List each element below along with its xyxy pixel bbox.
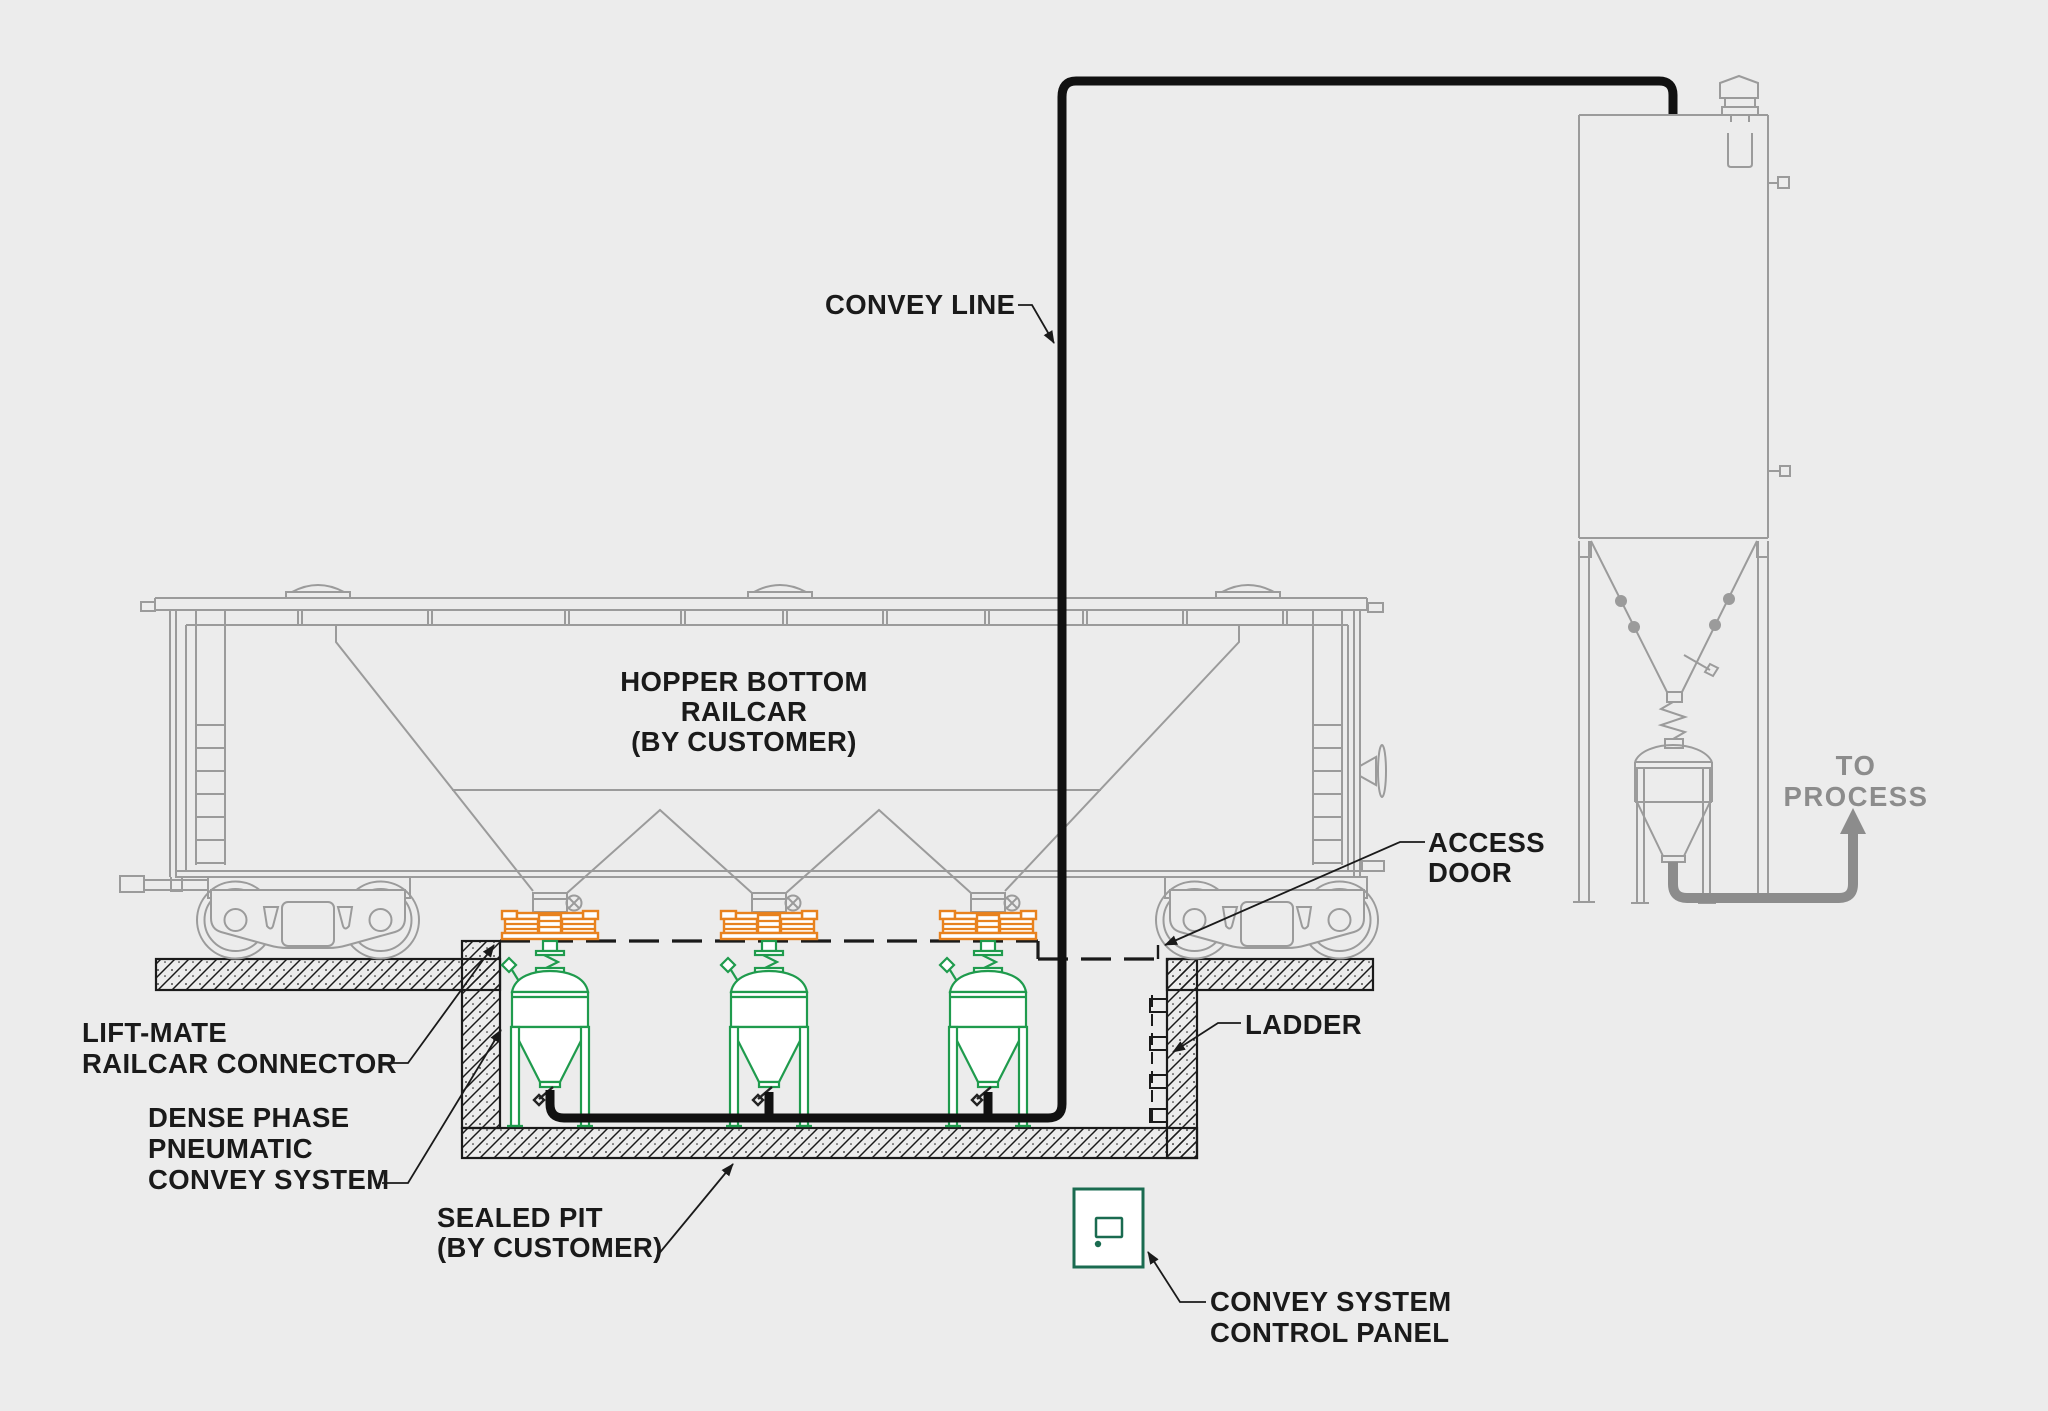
label-dense-phase-2: PNEUMATIC — [148, 1133, 313, 1164]
leader-control-panel — [1147, 1251, 1206, 1303]
truck-left — [196, 880, 420, 960]
label-sealed-pit-1: SEALED PIT — [437, 1202, 603, 1233]
grab-iron-icon — [140, 601, 156, 612]
panel-button-icon — [1094, 1240, 1102, 1248]
roof-hatch-icon — [1215, 584, 1281, 599]
leader-lift-mate — [382, 944, 495, 1064]
ladder-rung — [1149, 998, 1168, 1013]
vessel-vent-valve-icon — [938, 956, 956, 974]
storage-silo — [1573, 74, 1791, 904]
cone-valve-icon — [1683, 654, 1720, 678]
convey-vessel — [938, 939, 1031, 1128]
brake-wheel-icon — [1359, 744, 1387, 798]
silo-legs — [1578, 541, 1769, 902]
flex-connector-icon — [1657, 701, 1689, 740]
roof-hatches — [285, 584, 1281, 599]
leader-ladder — [1172, 1022, 1241, 1053]
outlet-gate — [532, 892, 583, 913]
label-lift-mate-1: LIFT-MATE — [82, 1017, 227, 1048]
convey-vessel — [719, 939, 812, 1128]
ladder-rung — [1149, 1036, 1168, 1051]
pit-wall-right — [1165, 957, 1199, 1160]
ladder-rung — [1149, 1108, 1168, 1123]
pit-ladder — [1149, 995, 1168, 1123]
truck-right — [1155, 880, 1379, 960]
leader-access-door — [1164, 841, 1425, 946]
leader-convey-line — [1018, 304, 1055, 344]
leader-sealed-pit — [656, 1163, 734, 1257]
label-dense-phase-3: CONVEY SYSTEM — [148, 1164, 390, 1195]
draft-gear-left — [143, 879, 209, 891]
label-access-door-1: ACCESS — [1428, 827, 1545, 858]
convey-vessel — [500, 939, 593, 1128]
label-ladder: LADDER — [1245, 1009, 1362, 1040]
silo-cone — [1579, 540, 1768, 693]
convey-vessels — [500, 939, 1031, 1128]
ladder-rung — [1149, 1074, 1168, 1089]
convey-line-pipe — [545, 76, 1678, 1123]
label-dense-phase-1: DENSE PHASE — [148, 1102, 350, 1133]
vessel-vent-valve-icon — [500, 956, 518, 974]
gate-handwheel-icon — [784, 894, 802, 912]
bin-vent-icon — [1719, 74, 1759, 168]
roof-hatch-icon — [285, 584, 351, 599]
lift-mate-connector — [500, 909, 600, 941]
level-sensor-icon — [1768, 176, 1790, 189]
pit-floor — [460, 1126, 1199, 1160]
control-panel — [1072, 1187, 1145, 1269]
label-railcar-1: HOPPER BOTTOM — [620, 666, 868, 697]
silo-outlet — [1666, 691, 1683, 703]
hopper-slope-lines — [335, 625, 1240, 894]
label-convey-line: CONVEY LINE — [825, 289, 1015, 320]
car-end-right — [1347, 610, 1361, 877]
label-lift-mate-2: RAILCAR CONNECTOR — [82, 1048, 397, 1079]
label-railcar-2: RAILCAR — [681, 696, 808, 727]
roof-walkway-ticks — [297, 611, 1288, 625]
end-ladder-right — [1312, 610, 1343, 865]
panel-screen-icon — [1094, 1216, 1124, 1239]
label-control-panel-1: CONVEY SYSTEM — [1210, 1286, 1452, 1317]
gate-handwheel-icon — [565, 894, 583, 912]
leader-lines — [382, 304, 1425, 1303]
label-control-panel-2: CONTROL PANEL — [1210, 1317, 1449, 1348]
roof-hatch-icon — [747, 584, 813, 599]
fluidizing-pads — [1615, 593, 1735, 633]
label-access-door-2: DOOR — [1428, 857, 1512, 888]
vessel-vent-valve-icon — [719, 956, 737, 974]
hopper-railcar — [119, 584, 1387, 960]
label-railcar-3: (BY CUSTOMER) — [631, 726, 857, 757]
label-to-process-2: PROCESS — [1784, 781, 1929, 812]
lift-mate-connectors — [500, 909, 1038, 941]
leader-dense-phase — [382, 1029, 502, 1184]
labels: CONVEY LINE HOPPER BOTTOM RAILCAR (BY CU… — [82, 289, 1929, 1348]
lift-mate-connector — [938, 909, 1038, 941]
level-sensor-icon — [1768, 465, 1791, 477]
grab-iron-icon — [1367, 602, 1384, 613]
coupler-left — [119, 875, 145, 893]
to-process-arrow-icon — [1840, 808, 1866, 834]
coupler-right — [1361, 860, 1385, 872]
car-end-left — [169, 610, 187, 892]
truck-bolster — [281, 901, 335, 947]
gate-handwheel-icon — [1003, 894, 1021, 912]
label-sealed-pit-2: (BY CUSTOMER) — [437, 1232, 663, 1263]
outlet-gate — [751, 892, 802, 913]
pit-wall-left — [460, 939, 502, 1130]
lift-mate-connector — [719, 909, 819, 941]
end-ladder-left — [195, 610, 226, 865]
grade-slab-right — [1165, 957, 1375, 992]
railcar-outlets — [532, 892, 1021, 913]
outlet-gate — [970, 892, 1021, 913]
to-process-pipe — [1668, 808, 1866, 903]
truck-bolster — [1240, 901, 1294, 947]
pit-opening-line — [500, 939, 1167, 961]
label-to-process-1: TO — [1836, 750, 1877, 781]
grade-slab-left — [154, 957, 502, 992]
